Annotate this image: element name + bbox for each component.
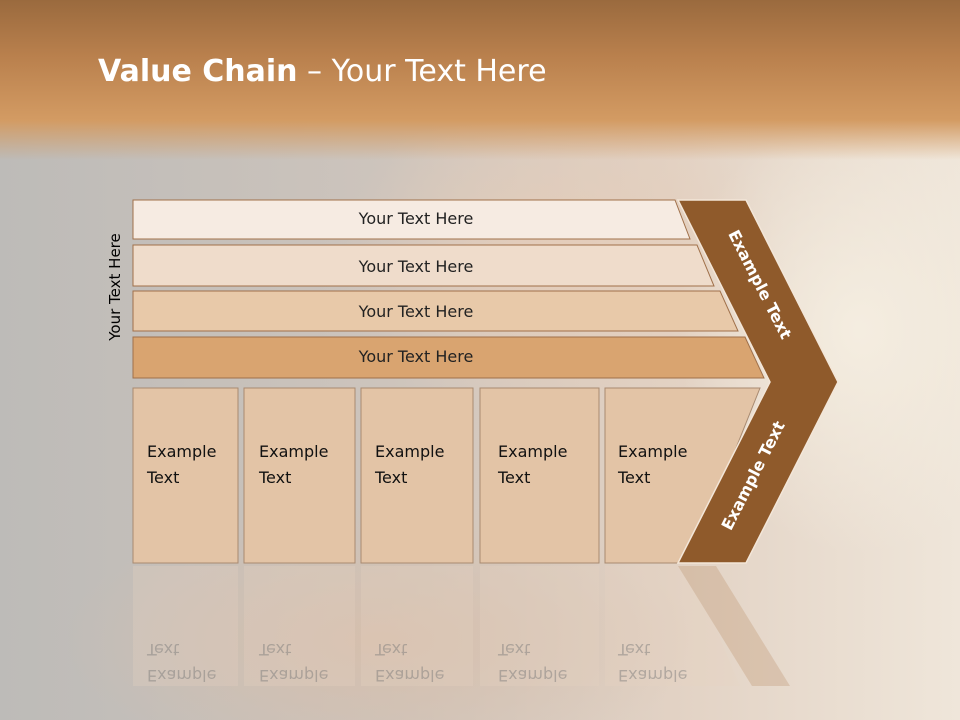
- box-4: [479, 387, 600, 564]
- header-band: [0, 0, 960, 160]
- box-1: [132, 387, 239, 564]
- box-3-line2: Text: [375, 468, 408, 487]
- box-2-line2: Text: [259, 468, 292, 487]
- box-5-line2: Text: [618, 468, 651, 487]
- chevron-arrow: [676, 199, 839, 564]
- row-4-label: Your Text Here: [358, 347, 474, 366]
- box-4-line1: Example: [498, 442, 568, 461]
- row-1-label: Your Text Here: [358, 209, 474, 228]
- box-1-line2: Text: [147, 468, 180, 487]
- title-rest: – Your Text Here: [297, 54, 547, 89]
- slide-title: Value Chain – Your Text Here: [98, 54, 547, 89]
- row-1-bar: [132, 199, 691, 240]
- box-2: [243, 387, 356, 564]
- row-2-label: Your Text Here: [358, 257, 474, 276]
- box-1-line1: Example: [147, 442, 217, 461]
- box-2-line1: Example: [259, 442, 329, 461]
- title-bold: Value Chain: [98, 54, 298, 89]
- box-5-line1: Example: [618, 442, 688, 461]
- reflection: [133, 566, 790, 686]
- box-3-line1: Example: [375, 442, 445, 461]
- row-4-bar: [132, 336, 765, 379]
- box-4-line2: Text: [498, 468, 531, 487]
- row-3-label: Your Text Here: [358, 302, 474, 321]
- box-3: [360, 387, 474, 564]
- row-2-bar: [132, 244, 715, 287]
- row-3-bar: [132, 290, 739, 332]
